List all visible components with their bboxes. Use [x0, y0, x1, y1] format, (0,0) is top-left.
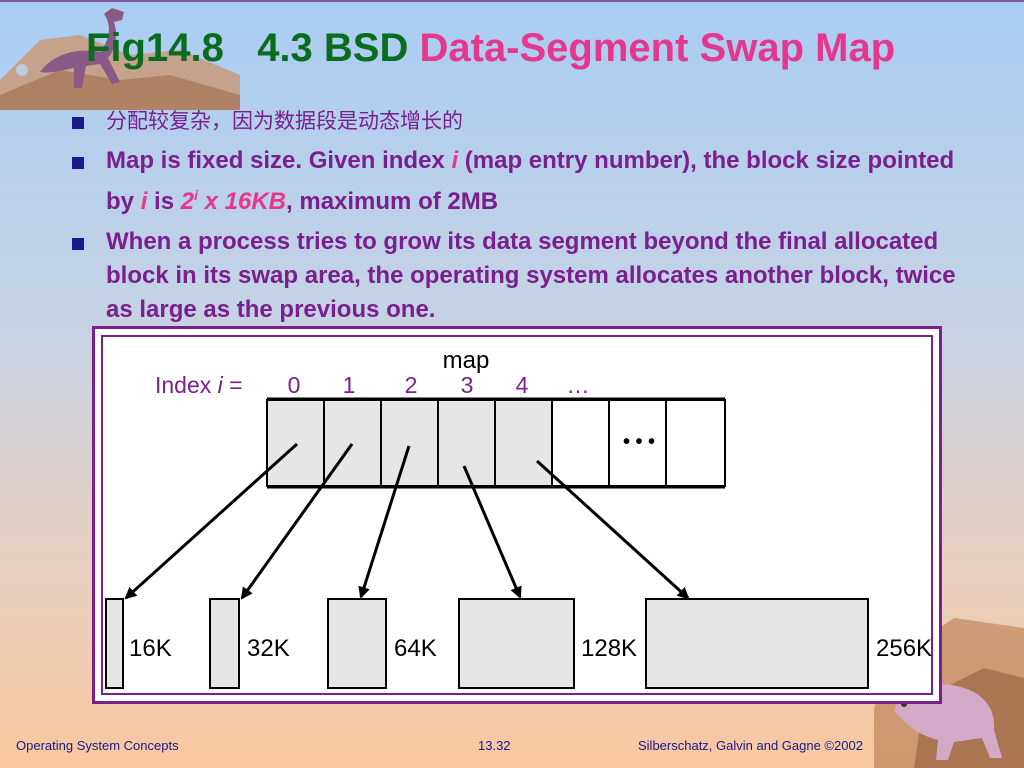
block-size-label: 128K: [581, 635, 637, 662]
bullet-item: Map is fixed size. Given index i (map en…: [70, 144, 970, 219]
bullet-square-icon: [72, 238, 84, 250]
diagram-inner-border: [101, 335, 933, 695]
block-size-label: 16K: [129, 635, 172, 662]
block-size-label: 32K: [247, 635, 290, 662]
bullet-square-icon: [72, 157, 84, 169]
map-label: map: [443, 347, 490, 374]
footer-page-number: 13.32: [478, 738, 511, 753]
swap-block: [105, 598, 124, 689]
swap-block: [327, 598, 387, 689]
map-cell: [494, 399, 553, 487]
index-value: …: [567, 372, 590, 398]
swap-block: [645, 598, 869, 689]
block-size-label: 256K: [876, 635, 932, 662]
top-border: [0, 0, 1024, 2]
pointer-arrow: [124, 442, 299, 600]
map-cell: [608, 399, 667, 487]
map-cell: [380, 399, 439, 487]
map-cell: [266, 399, 325, 487]
bullet-list: 分配较复杂，因为数据段是动态增长的 Map is fixed size. Giv…: [70, 104, 970, 333]
index-value: 3: [461, 372, 474, 398]
pointer-arrow: [358, 445, 411, 599]
index-value: 2: [405, 372, 418, 398]
bullet-text: Map is fixed size. Given index i (map en…: [106, 147, 955, 215]
title-part: 4.3 BSD: [257, 26, 409, 70]
swap-blocks: [105, 598, 869, 689]
slide-title: Fig14.8 4.3 BSD Data-Segment Swap Map: [86, 26, 895, 71]
map-ellipsis: • • •: [623, 431, 655, 453]
bullet-item: When a process tries to grow its data se…: [70, 225, 970, 327]
bullet-item: 分配较复杂，因为数据段是动态增长的: [70, 104, 970, 138]
bullet-text-chinese: 分配较复杂，因为数据段是动态增长的: [106, 109, 463, 133]
footer-course: Operating System Concepts: [16, 738, 179, 753]
map-cell: [665, 399, 726, 487]
swap-block: [209, 598, 240, 689]
pointer-arrow: [240, 443, 354, 600]
block-size-label: 64K: [394, 635, 437, 662]
pointer-arrow: [535, 459, 690, 600]
pointer-arrows: [124, 442, 690, 600]
index-value: 4: [516, 372, 529, 398]
map-array: [266, 399, 726, 487]
dinosaur-logo-icon: [0, 8, 240, 110]
index-value: 0: [288, 372, 301, 398]
swap-block: [458, 598, 575, 689]
index-value: 1: [343, 372, 356, 398]
footer-copyright: Silberschatz, Galvin and Gagne ©2002: [638, 738, 863, 753]
map-cell: [551, 399, 610, 487]
index-label: Index i =: [155, 372, 243, 398]
pointer-arrow: [462, 465, 522, 599]
title-fig: Fig14.8: [86, 26, 224, 70]
title-name: Data-Segment Swap Map: [419, 26, 896, 70]
bullet-text: When a process tries to grow its data se…: [106, 228, 956, 323]
bullet-square-icon: [72, 117, 84, 129]
